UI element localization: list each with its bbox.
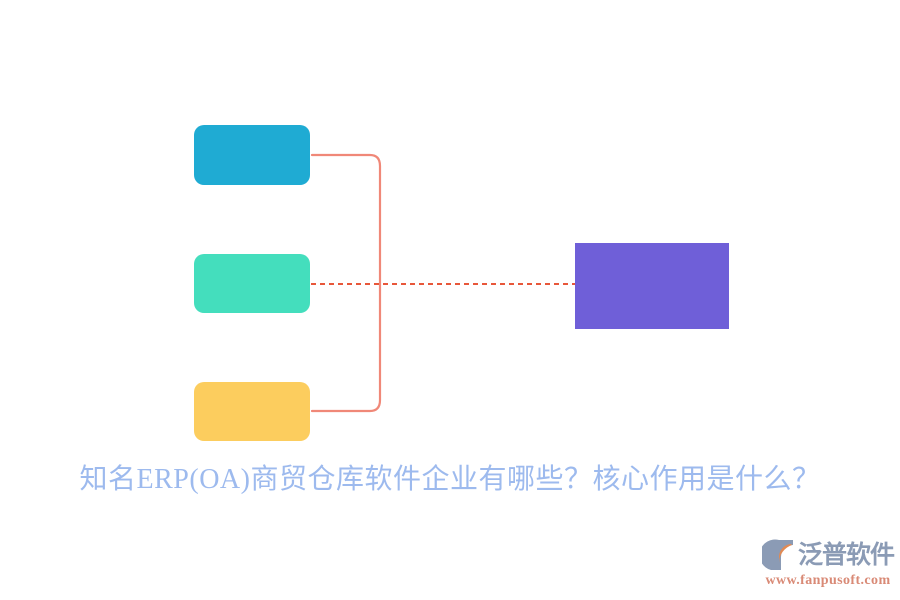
connector-blue-to-junction <box>310 153 382 292</box>
connector-yellow-to-junction <box>310 288 382 413</box>
caption-text: 知名ERP(OA)商贸仓库软件企业有哪些？核心作用是什么？ <box>79 464 821 495</box>
diagram-node-green[interactable] <box>194 254 310 313</box>
diagram-node-yellow[interactable] <box>194 382 310 441</box>
logo-row: 泛普软件 <box>762 538 895 572</box>
logo-wordmark: 泛普软件 <box>798 540 895 569</box>
diagram-node-purple[interactable] <box>575 243 729 329</box>
fanpu-logo-icon <box>762 539 793 570</box>
logo-url: www.fanpusoft.com <box>765 573 891 588</box>
diagram-node-blue[interactable] <box>194 125 310 185</box>
brand-logo: 泛普软件 www.fanpusoft.com <box>762 538 895 590</box>
